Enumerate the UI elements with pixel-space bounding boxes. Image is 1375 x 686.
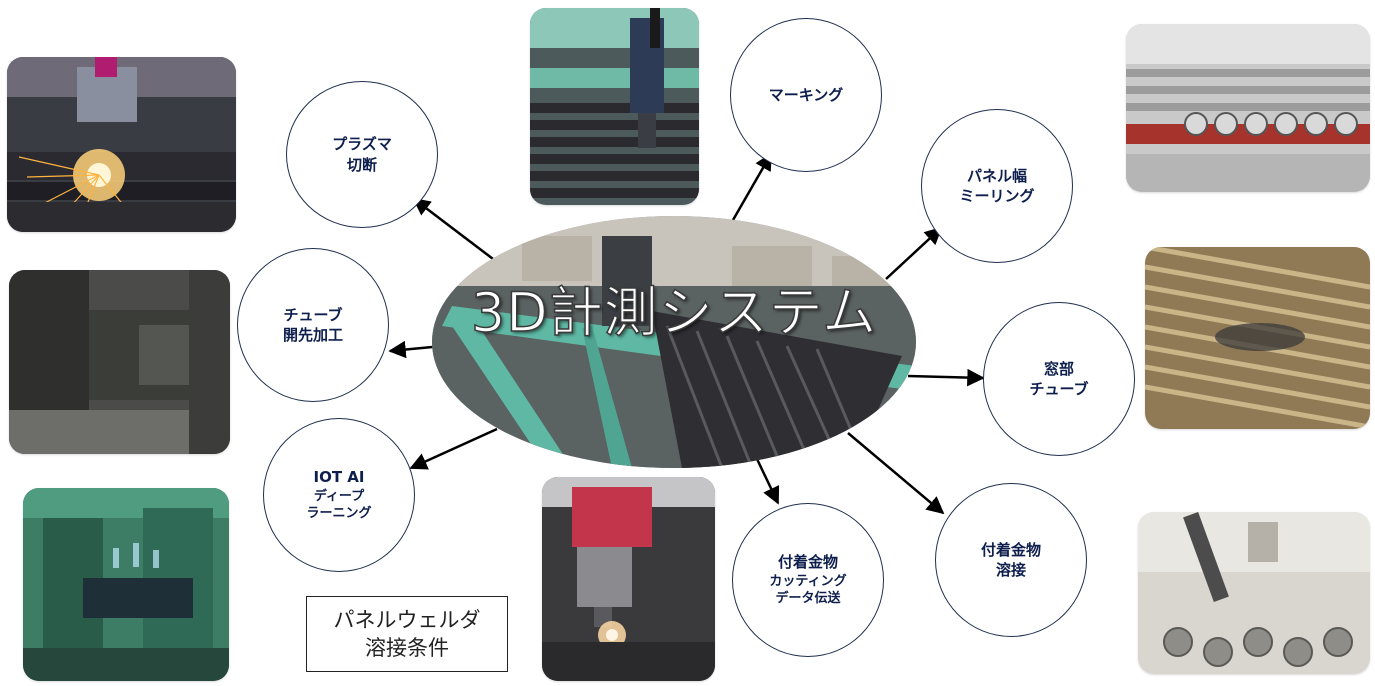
node-cutting-line3: データ伝送 bbox=[775, 591, 841, 607]
photo-iot-machine bbox=[23, 488, 229, 681]
arrow-cutting-data bbox=[755, 458, 780, 505]
node-iot-line2: ディープ bbox=[313, 488, 365, 504]
panel-welder-box: パネルウェルダ 溶接条件 bbox=[306, 596, 508, 672]
panel-welder-line2: 溶接条件 bbox=[365, 636, 449, 660]
node-iot-line3: ラーニング bbox=[306, 506, 372, 522]
node-welding: 付着金物 溶接 bbox=[935, 483, 1087, 637]
photo-tube-bevel bbox=[9, 270, 230, 454]
node-tube-bevel-line1: チューブ bbox=[283, 305, 343, 324]
node-plasma-cutting: プラズマ 切断 bbox=[286, 81, 438, 228]
arrow-plasma bbox=[412, 197, 498, 263]
photo-plasma-cutting bbox=[7, 57, 236, 232]
node-plasma-line2: 切断 bbox=[346, 155, 377, 174]
node-welding-line1: 付着金物 bbox=[980, 540, 1041, 559]
photo-tubes bbox=[1126, 24, 1370, 192]
node-cutting-line2: カッティング bbox=[769, 573, 847, 589]
node-plasma-line1: プラズマ bbox=[332, 135, 392, 154]
arrow-window-tube bbox=[907, 368, 985, 387]
panel-welder-line1: パネルウェルダ bbox=[333, 607, 481, 632]
arrow-welding bbox=[847, 432, 945, 515]
arrow-iot bbox=[409, 427, 498, 470]
node-window-tube: 窓部 チューブ bbox=[983, 302, 1135, 456]
photo-cutting bbox=[542, 477, 715, 681]
node-iot-ai: IOT AI ディープ ラーニング bbox=[263, 418, 415, 572]
node-tube-bevel-line2: 開先加工 bbox=[282, 326, 343, 344]
node-panel-milling: パネル幅 ミーリング bbox=[921, 109, 1073, 263]
photo-marking bbox=[530, 8, 699, 205]
center-title: 3D計測システム bbox=[470, 280, 878, 345]
arrow-marking bbox=[731, 152, 773, 221]
central-system-ellipse: 3D計測システム bbox=[432, 216, 916, 468]
node-cutting-line1: 付着金物 bbox=[777, 553, 838, 572]
photo-welding bbox=[1138, 512, 1370, 674]
node-cutting-data: 付着金物 カッティング データ伝送 bbox=[732, 503, 884, 657]
node-window-tube-line2: チューブ bbox=[1029, 380, 1089, 398]
node-welding-line2: 溶接 bbox=[995, 561, 1026, 579]
photo-window-tube bbox=[1145, 247, 1370, 429]
node-panel-milling-line2: ミーリング bbox=[959, 187, 1035, 205]
node-tube-bevel: チューブ 開先加工 bbox=[237, 248, 389, 402]
node-marking: マーキング bbox=[730, 18, 882, 172]
node-iot-line1: IOT AI bbox=[313, 468, 365, 487]
node-panel-milling-line1: パネル幅 bbox=[966, 166, 1027, 185]
node-window-tube-line1: 窓部 bbox=[1043, 359, 1074, 378]
node-marking-line1: マーキング bbox=[768, 85, 844, 104]
